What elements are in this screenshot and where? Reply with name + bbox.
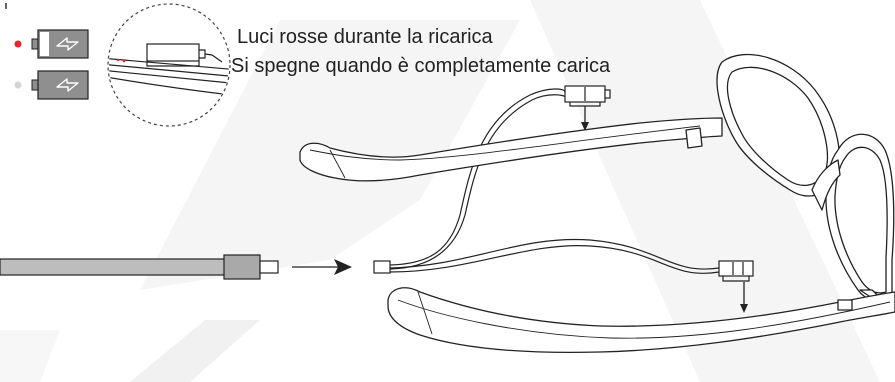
- caption-charged: Si spegne quando è completamente carica: [231, 55, 611, 77]
- glasses-illustration: [299, 53, 895, 354]
- magnetic-connector-icon: [146, 43, 200, 62]
- battery-charging-icon: [31, 29, 89, 59]
- legend-charging: [14, 29, 89, 59]
- split-charging-cable: [373, 85, 754, 282]
- arrow-right-icon: [292, 259, 352, 275]
- magnetic-connector-icon: [718, 260, 754, 282]
- caption-charging: Luci rosse durante la ricarica: [237, 26, 493, 48]
- grey-led-dot: [14, 81, 22, 89]
- red-led-dot: [14, 40, 22, 48]
- legend-charged: [14, 70, 89, 100]
- usb-cable-illustration: [0, 254, 279, 280]
- battery-charging-icon: [31, 70, 89, 100]
- arrow-down-icon: [740, 282, 748, 313]
- magnetic-connector-icon: [564, 85, 611, 107]
- arrow-down-icon: [581, 106, 589, 131]
- zoom-detail-circle: [107, 3, 231, 127]
